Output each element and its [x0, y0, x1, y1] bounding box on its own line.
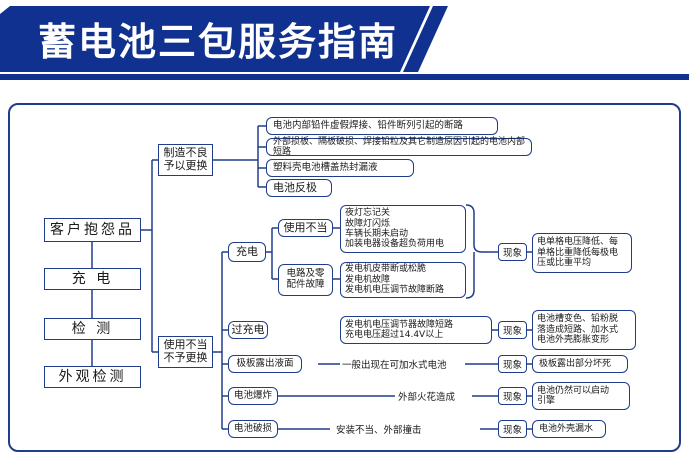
defect-replace-box: 制造不良 予以更换	[158, 144, 213, 176]
defect-replace-line-1: 制造不良	[163, 146, 208, 160]
complaint-box: 客户抱怨品	[44, 218, 141, 242]
charge-result-2: 单格比重降低每极电	[537, 247, 619, 258]
circuit-details-box: 发电机皮带断或松脆 发电机故障 发电机电压调节故障断路	[340, 262, 466, 298]
damage-result-box: 电池外壳漏水	[532, 420, 606, 438]
plate-exposed-cause: 一般出现在可加水式电池	[342, 360, 447, 371]
overcharge-box: 过充电	[228, 321, 268, 339]
circuit-detail-1: 发电机皮带断或松脆	[345, 264, 427, 275]
inspect-box: 检 测	[44, 318, 141, 340]
defect-replace-line-2: 予以更换	[163, 159, 208, 172]
overcharge-phenomenon-tag: 现象	[498, 321, 527, 339]
visual-inspect-box: 外观检测	[44, 366, 141, 388]
charge-result-1: 电单格电压降低、每	[537, 237, 619, 248]
overcharge-cause-box: 发电机电压调节器故障短路 充电电压超过14.4V以上	[340, 316, 492, 344]
defect-item-1: 电池内部铅件虚假焊接、铅件断列引起的断路	[266, 117, 498, 135]
explosion-cause: 外部火花造成	[398, 392, 456, 403]
explosion-box: 电池爆炸	[228, 387, 278, 405]
misuse-cause-box: 使用不当	[278, 219, 333, 237]
defect-item-3: 塑料壳电池槽盖热封漏液	[266, 159, 414, 177]
explosion-phenomenon-tag: 现象	[498, 387, 527, 405]
defect-item-2: 外部损板、隔板破损、焊接铅粒及其它制造原因引起的电池内部短路	[266, 137, 532, 157]
misuse-detail-2: 故障灯闪烁	[345, 218, 391, 229]
overcharge-result-1: 电池槽变色、铅粉脱	[537, 314, 619, 325]
overcharge-result-box: 电池槽变色、铅粉脱 落造成短路、加水式 电池外壳膨胀变形	[532, 310, 636, 350]
circuit-fault-line-1: 电路及零	[286, 268, 325, 280]
charge-sub-box: 充电	[228, 242, 266, 262]
page-title: 蓄电池三包服务指南	[38, 20, 399, 64]
damage-cause: 安装不当、外部撞击	[336, 425, 422, 436]
misuse-detail-3: 车辆长期未启动	[345, 229, 409, 239]
overcharge-result-3: 电池外壳膨胀变形	[537, 335, 610, 346]
diagram-frame	[8, 103, 681, 452]
misuse-no-replace-line-1: 使用不当	[163, 338, 208, 352]
overcharge-cause-1: 发电机电压调节器故障短路	[345, 319, 454, 330]
damage-phenomenon-tag: 现象	[498, 420, 527, 438]
plate-phenomenon-tag: 现象	[498, 355, 527, 373]
explosion-result-2: 引擎	[537, 396, 556, 406]
charge-result-3: 压或比重平均	[537, 258, 592, 269]
misuse-no-replace-box: 使用不当 不予更换	[158, 336, 213, 368]
misuse-no-replace-line-2: 不予更换	[163, 351, 208, 364]
overcharge-cause-2: 充电电压超过14.4V以上	[345, 330, 444, 340]
charge-box: 充 电	[44, 268, 141, 290]
overcharge-result-2: 落造成短路、加水式	[537, 324, 619, 335]
circuit-fault-box: 电路及零 配件故障	[278, 264, 333, 296]
circuit-detail-3: 发电机电压调节故障断路	[345, 285, 445, 296]
circuit-fault-line-2: 配件故障	[286, 279, 325, 290]
explosion-result-box: 电池仍然可以启动 引擎	[532, 382, 630, 410]
circuit-detail-2: 发电机故障	[345, 274, 391, 285]
charge-result-box: 电单格电压降低、每 单格比重降低每极电 压或比重平均	[532, 233, 632, 273]
title-banner	[0, 0, 689, 80]
plate-result-box: 极板露出部分坏死	[532, 355, 628, 373]
explosion-result-1: 电池仍然可以启动	[537, 385, 610, 396]
defect-item-4: 电池反极	[266, 179, 332, 197]
plate-exposed-box: 极板露出液面	[228, 355, 302, 373]
damage-box: 电池破损	[228, 420, 278, 438]
misuse-detail-4: 加装电器设备超负荷用电	[345, 239, 445, 250]
charge-phenomenon-tag: 现象	[498, 243, 527, 261]
misuse-details-box: 夜灯忘记关 故障灯闪烁 车辆长期未启动 加装电器设备超负荷用电	[340, 205, 466, 253]
misuse-detail-1: 夜灯忘记关	[345, 208, 391, 219]
